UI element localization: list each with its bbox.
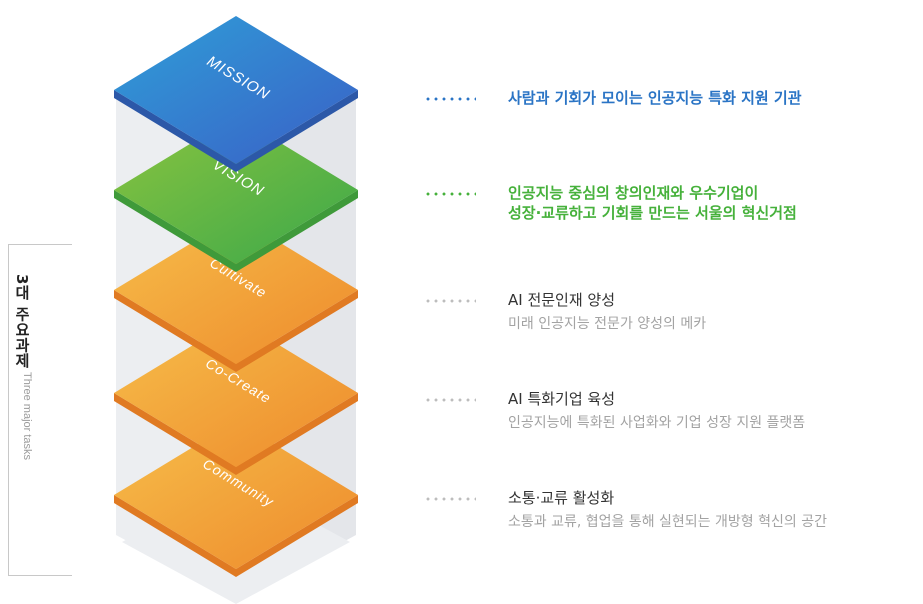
side-bracket xyxy=(8,244,72,576)
cultivate-layer xyxy=(114,216,358,364)
mission-statement: 사람과 기회가 모이는 인공지능 특화 지원 기관 xyxy=(508,89,802,107)
community-layer xyxy=(114,421,358,569)
dotted-leader xyxy=(424,97,476,101)
mission-layer xyxy=(114,16,358,164)
cultivate-heading: AI 전문인재 양성 xyxy=(508,291,616,309)
co-create-description: 인공지능에 특화된 사업화와 기업 성장 지원 플랫폼 xyxy=(508,415,806,431)
vision-layer xyxy=(114,116,358,264)
side-label: 3대 주요과제 Three major tasks xyxy=(12,274,33,460)
side-title: 3대 주요과제 xyxy=(13,274,31,369)
row-cultivate: AI 전문인재 양성 미래 인공지능 전문가 양성의 메카 xyxy=(424,290,706,335)
dotted-leader xyxy=(424,192,476,196)
dotted-leader xyxy=(424,398,476,402)
co-create-layer xyxy=(114,319,358,467)
community-description: 소통과 교류, 협업을 통해 실현되는 개방형 혁신의 공간 xyxy=(508,514,827,530)
row-community: 소통·교류 활성화 소통과 교류, 협업을 통해 실현되는 개방형 혁신의 공간 xyxy=(424,488,827,533)
row-vision: 인공지능 중심의 창의인재와 우수기업이 성장·교류하고 기회를 만드는 서울의… xyxy=(424,183,797,223)
cultivate-description: 미래 인공지능 전문가 양성의 메카 xyxy=(508,316,707,332)
dotted-leader xyxy=(424,497,476,501)
dotted-leader xyxy=(424,299,476,303)
row-co-create: AI 특화기업 육성 인공지능에 특화된 사업화와 기업 성장 지원 플랫폼 xyxy=(424,389,805,434)
side-subtitle: Three major tasks xyxy=(21,372,33,461)
vision-statement-line1: 인공지능 중심의 창의인재와 우수기업이 xyxy=(508,184,759,202)
community-heading: 소통·교류 활성화 xyxy=(508,489,615,507)
three-major-tasks-tab: 3대 주요과제 Three major tasks xyxy=(0,244,72,576)
co-create-heading: AI 특화기업 육성 xyxy=(508,390,616,408)
row-mission: 사람과 기회가 모이는 인공지능 특화 지원 기관 xyxy=(424,88,802,108)
vision-statement-line2: 성장·교류하고 기회를 만드는 서울의 혁신거점 xyxy=(508,204,797,222)
